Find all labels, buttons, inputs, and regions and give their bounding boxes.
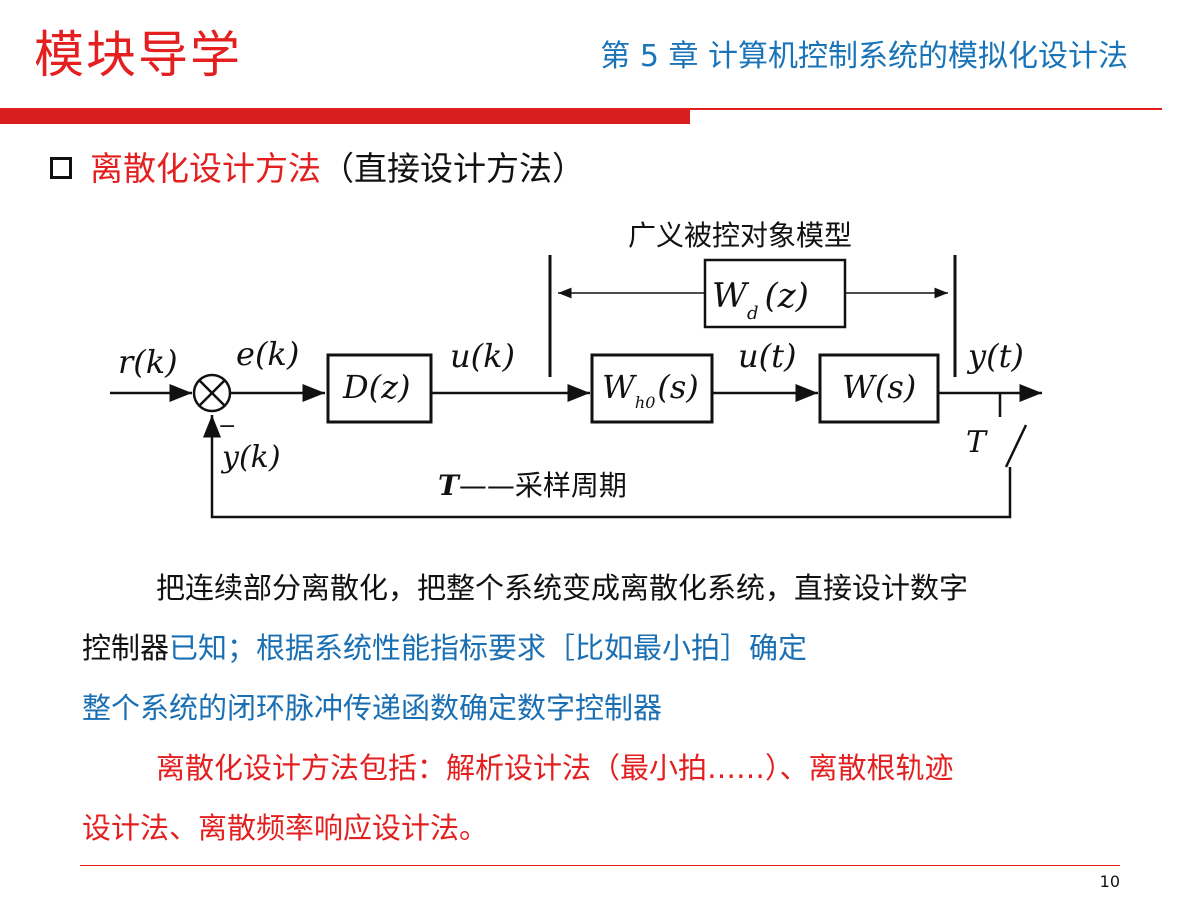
header-divider-thin [0, 108, 1162, 110]
paragraph-1-line-3: 整个系统的闭环脉冲传递函数确定数字控制器 [82, 691, 663, 725]
control-u-k-label: u(k) [450, 337, 515, 375]
section-heading: 离散化设计方法 （直接设计方法） [50, 146, 585, 188]
module-title: 模块导学 [34, 26, 242, 84]
plant-model-label: 广义被控对象模型 [628, 219, 852, 252]
paragraph-1-line-1: 把连续部分离散化，把整个系统变成离散化系统，直接设计数字 [156, 571, 969, 605]
section-title-note: （直接设计方法） [321, 149, 585, 188]
wd-block-label: Wd(z) [712, 276, 809, 324]
minus-sign: − [218, 414, 236, 439]
page-number: 10 [1099, 872, 1120, 891]
paragraph-2-line-2: 设计法、离散频率响应设计法。 [82, 811, 489, 845]
sampler-period-label: T [966, 425, 988, 460]
hold-block-label: Wh0(s) [602, 368, 699, 412]
plant-block-label: W(s) [842, 368, 916, 406]
plant-block [818, 353, 940, 424]
block-diagram: 广义被控对象模型 Wd(z) r(k) − e(k) D(z) u(k) [110, 219, 1042, 519]
footer-divider [80, 865, 1120, 866]
chapter-title: 第 5 章 计算机控制系统的模拟化设计法 [600, 39, 1128, 74]
controller-block-label: D(z) [342, 368, 410, 406]
sampler-switch-icon [1004, 424, 1028, 468]
output-y-t-label: y(t) [966, 337, 1024, 375]
paragraph-1-line-2-black: 控制器 [82, 631, 170, 665]
summing-junction-icon [192, 373, 232, 413]
square-bullet-icon [50, 156, 72, 179]
hold-block [590, 353, 714, 424]
paragraph-1-line-2: 控制器已知；根据系统性能指标要求［比如最小拍］确定 [82, 634, 1112, 663]
wd-block [703, 258, 847, 329]
hold-output-u-t-label: u(t) [738, 337, 796, 375]
controller-block [326, 353, 433, 424]
section-title-main: 离散化设计方法 [90, 149, 321, 188]
feedback-path [203, 415, 1012, 519]
header-divider-thick [0, 110, 690, 124]
paragraph-1-line-2-blue: 已知；根据系统性能指标要求［比如最小拍］确定 [169, 631, 808, 665]
sampling-period-note: T——采样周期 [438, 469, 627, 502]
feedback-y-k-label: y(k) [220, 440, 281, 475]
input-r-label: r(k) [118, 343, 178, 381]
paragraph-2-line-1: 离散化设计方法包括：解析设计法（最小拍……）、离散根轨迹 [156, 751, 954, 785]
error-e-label: e(k) [236, 335, 299, 373]
